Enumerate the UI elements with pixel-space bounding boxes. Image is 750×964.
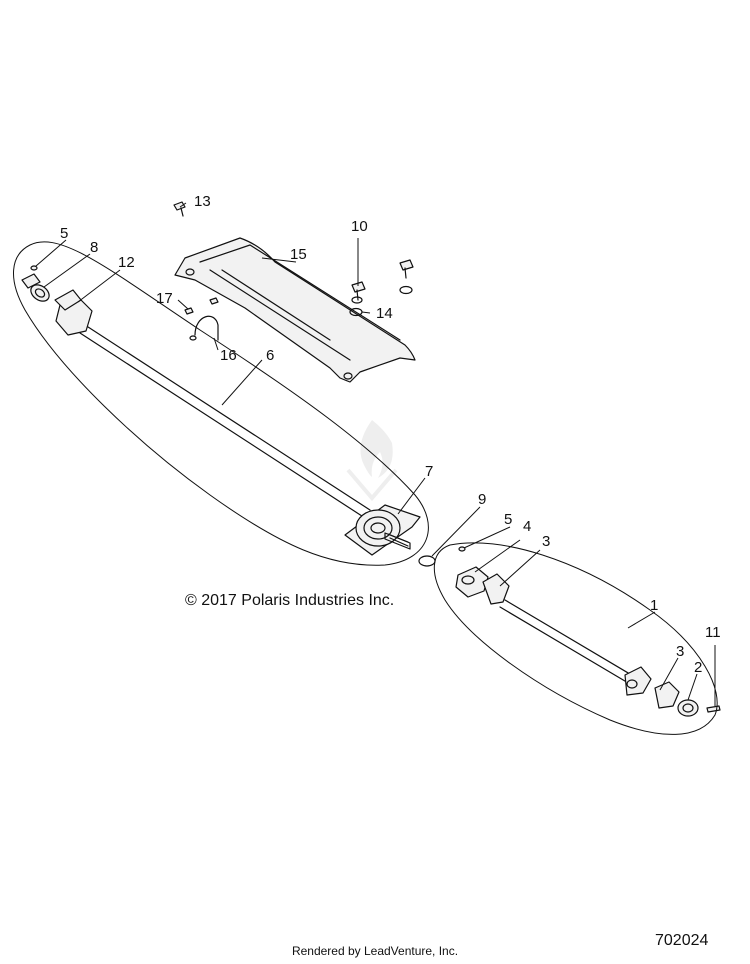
callout-14: 14 (376, 305, 393, 322)
callout-5-lower: 5 (504, 511, 512, 528)
rendered-by-footer: Rendered by LeadVenture, Inc. (291, 944, 459, 958)
callout-5-upper: 5 (60, 225, 68, 242)
callout-13: 13 (194, 193, 211, 210)
callout-10: 10 (351, 218, 368, 235)
callout-4: 4 (523, 518, 531, 535)
callout-3-upper: 3 (542, 533, 550, 550)
callout-16: 16 (220, 347, 237, 364)
callout-labels: 13 5 8 12 15 10 14 17 16 6 7 9 5 4 3 1 3… (60, 193, 721, 676)
watermark-logo (346, 420, 398, 502)
hardware-bolts (30, 201, 721, 713)
upper-shaft-group-outline (13, 241, 429, 566)
center-bearing (344, 504, 421, 556)
callout-2: 2 (694, 659, 702, 676)
copyright-notice: © 2017 Polaris Industries Inc. (185, 592, 395, 609)
callout-15: 15 (290, 246, 307, 263)
callout-1: 1 (650, 597, 658, 614)
callout-11: 11 (705, 624, 721, 641)
diagram-id: 702024 (655, 932, 709, 949)
leader-lines (35, 202, 716, 706)
callout-9: 9 (478, 491, 486, 508)
lower-driveshaft (455, 566, 699, 717)
callout-3-lower: 3 (676, 643, 684, 660)
heat-shield (174, 237, 416, 383)
callout-17: 17 (156, 290, 173, 307)
lower-shaft-group-outline (433, 542, 718, 735)
callout-6: 6 (266, 347, 274, 364)
callout-8: 8 (90, 239, 98, 256)
upper-driveshaft (21, 273, 371, 519)
callout-12: 12 (118, 254, 135, 271)
callout-7: 7 (425, 463, 433, 480)
